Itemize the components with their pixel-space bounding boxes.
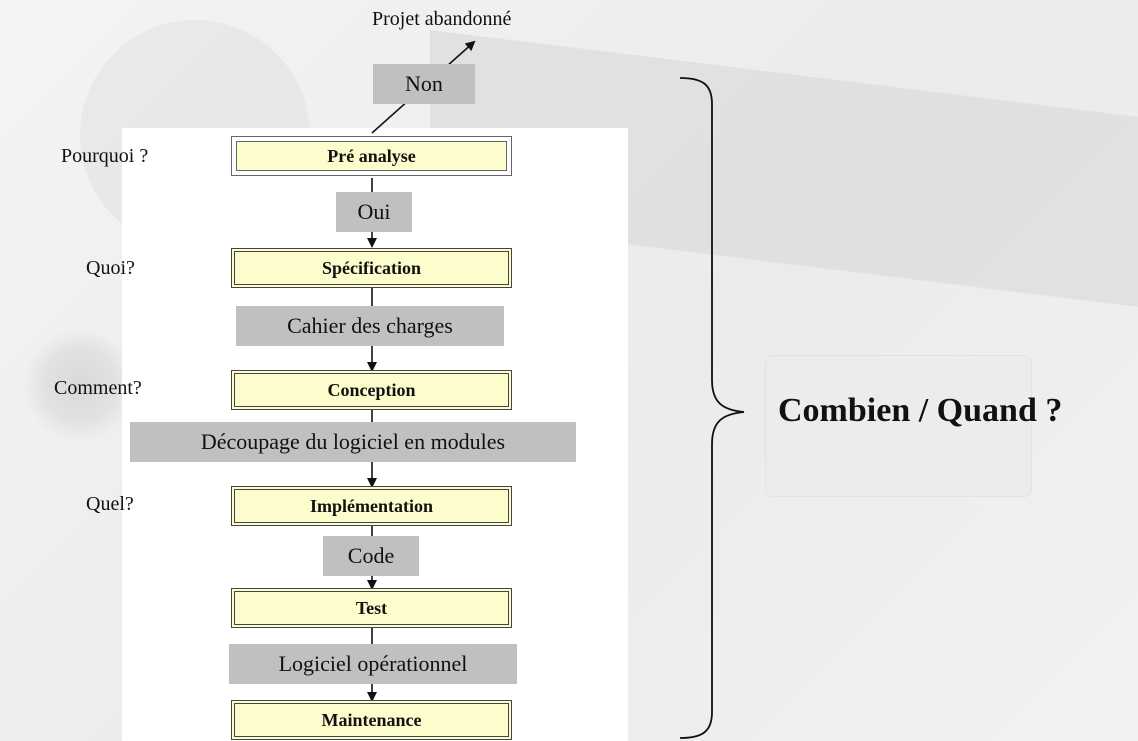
- outcome-projet-abandonne: Projet abandonné: [372, 8, 512, 30]
- label-oui: Oui: [336, 192, 412, 232]
- question-pourquoi: Pourquoi ?: [61, 145, 149, 167]
- step-pre-analyse: Pré analyse: [231, 136, 512, 176]
- step-test: Test: [231, 588, 512, 628]
- label-code: Code: [323, 536, 419, 576]
- curly-brace: [679, 77, 745, 739]
- label-combien-quand: Combien / Quand ?: [778, 392, 1063, 429]
- label-non: Non: [373, 64, 475, 104]
- question-quoi: Quoi?: [86, 257, 135, 279]
- step-conception: Conception: [231, 370, 512, 410]
- label-logiciel-operationnel: Logiciel opérationnel: [229, 644, 517, 684]
- step-implementation: Implémentation: [231, 486, 512, 526]
- label-decoupage: Découpage du logiciel en modules: [130, 422, 576, 462]
- step-specification: Spécification: [231, 248, 512, 288]
- question-quel: Quel?: [86, 493, 134, 515]
- step-maintenance: Maintenance: [231, 700, 512, 740]
- question-comment: Comment?: [54, 377, 142, 399]
- label-cahier-des-charges: Cahier des charges: [236, 306, 504, 346]
